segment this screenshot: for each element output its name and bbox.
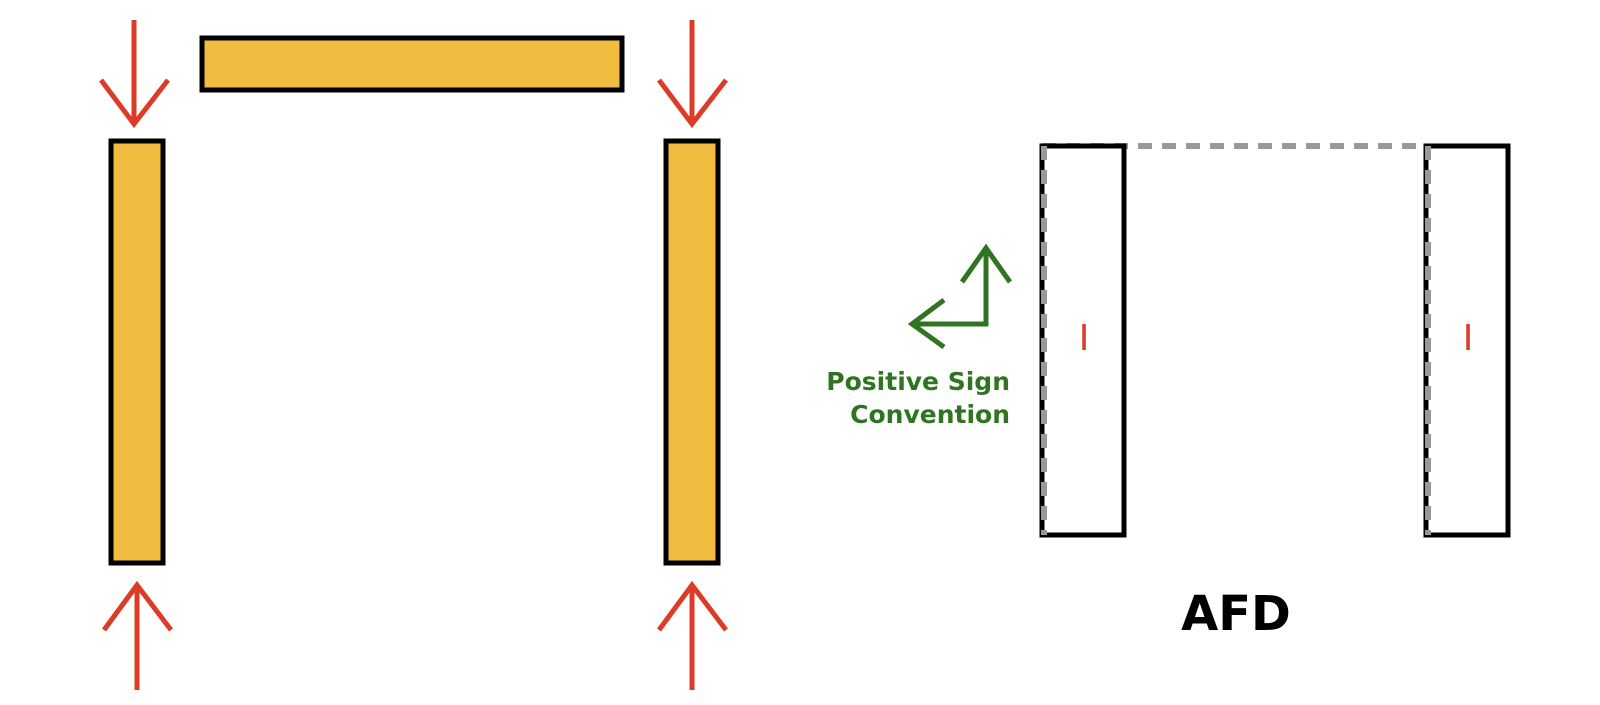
left-column-afd-box [1039, 143, 1127, 538]
right-column-member [663, 138, 721, 566]
load-arrow-top-left [99, 20, 170, 129]
sign-convention-arrows-icon [907, 243, 1013, 350]
diagram-title: AFD [1181, 586, 1291, 642]
sign-convention-label-line2: Convention [850, 400, 1010, 429]
left-column-member [108, 138, 166, 566]
load-arrow-top-right [657, 20, 728, 129]
left-column-axial-label: I [1079, 318, 1090, 359]
right-column-axial-label: I [1463, 318, 1474, 359]
load-arrow-bottom-right [656, 580, 728, 690]
load-arrow-bottom-left [101, 580, 173, 690]
sign-convention-label-line1: Positive Sign [826, 367, 1010, 396]
beam-member [199, 35, 625, 93]
